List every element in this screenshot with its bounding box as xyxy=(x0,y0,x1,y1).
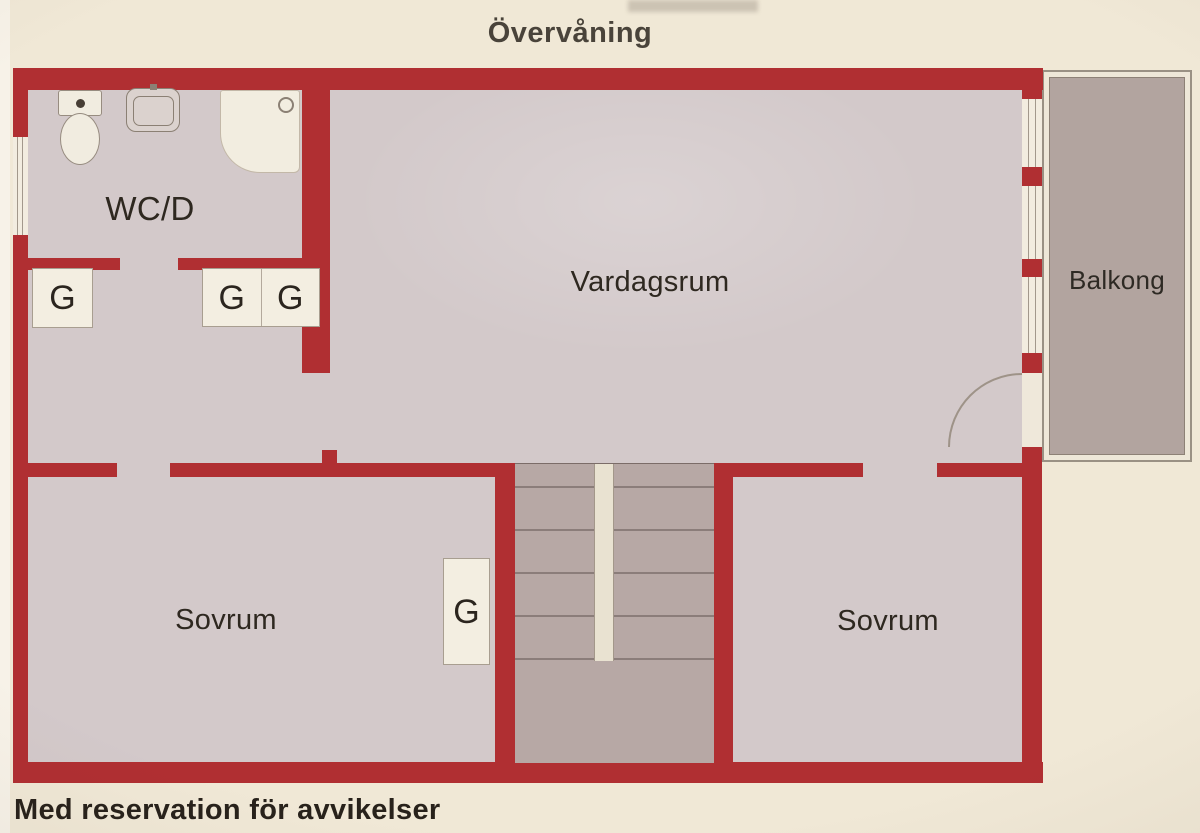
room-label-livingroom: Vardagsrum xyxy=(570,266,730,298)
room-label-bedroom-left: Sovrum xyxy=(175,604,277,636)
room-label-wcd: WC/D xyxy=(105,190,195,227)
window-left-wall xyxy=(13,137,28,235)
stair-step-line xyxy=(515,529,714,531)
room-label-balcony: Balkong xyxy=(1068,265,1166,295)
window-right-wall-3 xyxy=(1022,277,1042,353)
window-right-wall-2 xyxy=(1022,186,1042,259)
window-pane-line xyxy=(1035,186,1036,259)
closet-label: G xyxy=(277,278,304,317)
wall-wcd-bottom-left xyxy=(28,258,120,270)
window-pane-line xyxy=(17,137,18,235)
closet-label: G xyxy=(218,278,245,317)
window-pane-line xyxy=(1028,186,1029,259)
sink-icon xyxy=(126,84,180,132)
toilet-icon xyxy=(58,90,102,116)
balcony-door-opening xyxy=(1022,373,1042,447)
window-pane-line xyxy=(1035,99,1036,167)
window-pane-line xyxy=(22,137,23,235)
stair-step-line xyxy=(515,615,714,617)
closet-hall-middle: G G xyxy=(202,268,320,327)
wall-stair-right xyxy=(714,463,733,762)
room-label-bedroom-right: Sovrum xyxy=(837,605,939,637)
stair-step-line xyxy=(515,658,714,660)
closet-label: G xyxy=(453,592,480,631)
window-pane-line xyxy=(1028,99,1029,167)
photo-artifact xyxy=(628,0,758,12)
stair-divider xyxy=(594,464,614,661)
balcony-floor xyxy=(1049,77,1185,455)
stair-step-line xyxy=(515,572,714,574)
plan-title: Övervåning xyxy=(487,17,653,49)
wall-exterior-top xyxy=(13,68,1043,90)
disclaimer-text: Med reservation för avvikelser xyxy=(14,794,441,826)
sink-tap xyxy=(150,84,157,90)
drain-icon xyxy=(278,97,294,113)
wall-bedroom-left-top-b xyxy=(170,463,515,477)
toilet-flush-dot xyxy=(76,99,85,108)
closet-stair-side: G xyxy=(443,558,490,665)
closet-label: G xyxy=(49,279,76,317)
wall-hall-stub xyxy=(322,450,337,464)
window-right-wall-1 xyxy=(1022,99,1042,167)
closet-cell-left: G xyxy=(203,269,262,326)
wall-bedroom-left-top-a xyxy=(28,463,117,477)
closet-cell-right: G xyxy=(262,269,320,326)
staircase xyxy=(515,463,714,763)
wall-bedroom-right-top-b xyxy=(937,463,1022,477)
wall-bedroom-right-top-a xyxy=(733,463,863,477)
wall-exterior-bottom xyxy=(13,762,1043,783)
wall-wcd-bottom-right xyxy=(178,258,330,270)
window-pane-line xyxy=(1035,277,1036,353)
wall-exterior-left xyxy=(13,68,28,783)
toilet-bowl xyxy=(60,113,100,165)
sink-basin xyxy=(133,96,174,126)
wall-bedroom-left-right xyxy=(495,463,515,762)
wall-wcd-right xyxy=(302,88,330,373)
floor-light-sheen xyxy=(330,90,1020,460)
photo-edge-highlight xyxy=(0,0,10,833)
closet-hall-left: G xyxy=(32,268,93,328)
window-pane-line xyxy=(1028,277,1029,353)
stair-step-line xyxy=(515,486,714,488)
